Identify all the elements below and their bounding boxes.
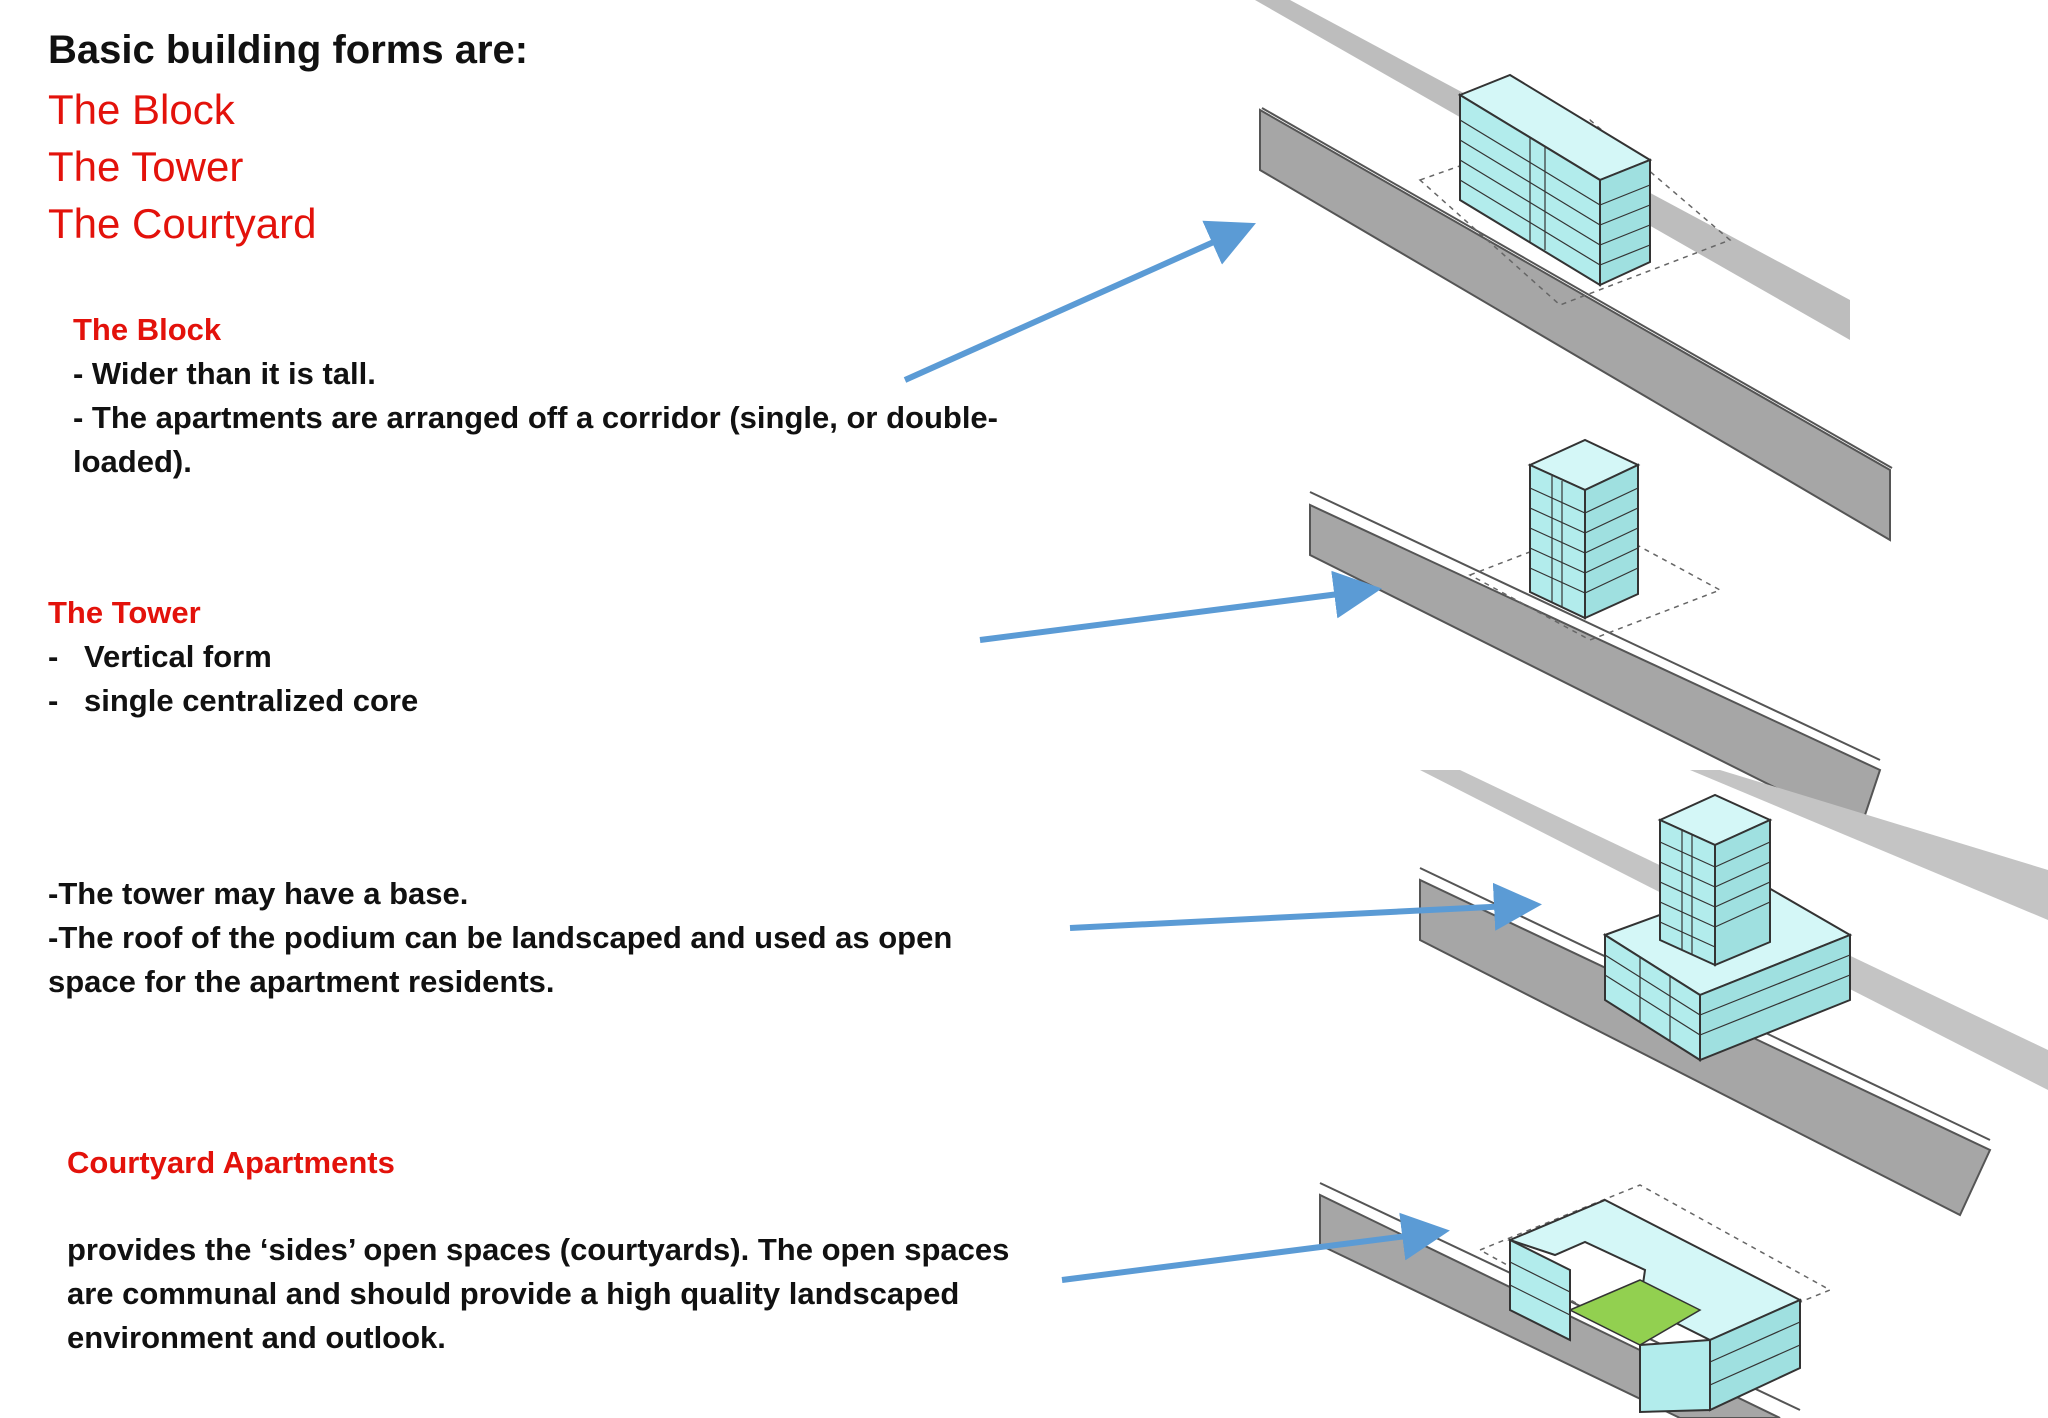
courtyard-illustration <box>1319 1182 1832 1418</box>
arrow-to-block <box>903 220 1256 383</box>
block-line-2: - The apartments are arranged off a corr… <box>73 400 998 435</box>
block-line-3: loaded). <box>73 444 192 479</box>
podium-line-1: -The tower may have a base. <box>48 876 469 911</box>
block-title: The Block <box>73 312 222 347</box>
block-illustration <box>1255 0 1893 542</box>
form-item-tower: The Tower <box>48 143 244 190</box>
podium-line-3: space for the apartment residents. <box>48 964 555 999</box>
courtyard-green-space <box>1568 1279 1702 1346</box>
tower-item-1-dash: - <box>48 639 59 674</box>
tower-item-2: single centralized core <box>84 683 419 718</box>
page-heading: Basic building forms are: <box>48 28 529 72</box>
tower-item-2-dash: - <box>48 683 59 718</box>
tower-title: The Tower <box>48 595 201 630</box>
courtyard-line-1: provides the ‘sides’ open spaces (courty… <box>67 1232 1010 1267</box>
podium-illustration <box>1419 770 2048 1217</box>
courtyard-line-3: environment and outlook. <box>67 1320 446 1355</box>
courtyard-building <box>1509 1238 1571 1342</box>
form-item-block: The Block <box>48 86 235 133</box>
courtyard-title: Courtyard Apartments <box>67 1145 395 1180</box>
arrow-to-podium <box>1069 882 1542 931</box>
form-item-courtyard: The Courtyard <box>48 200 317 247</box>
arrow-to-courtyard <box>1061 1212 1450 1283</box>
tower-illustration <box>1309 438 1882 832</box>
courtyard-line-2: are communal and should provide a high q… <box>67 1276 960 1311</box>
tower-building <box>1529 463 1586 620</box>
arrow-to-tower <box>979 570 1382 643</box>
block-line-1: - Wider than it is tall. <box>73 356 376 391</box>
tower-item-1: Vertical form <box>84 639 272 674</box>
road-block-front <box>1259 108 1891 542</box>
podium-line-2: -The roof of the podium can be landscape… <box>48 920 953 955</box>
